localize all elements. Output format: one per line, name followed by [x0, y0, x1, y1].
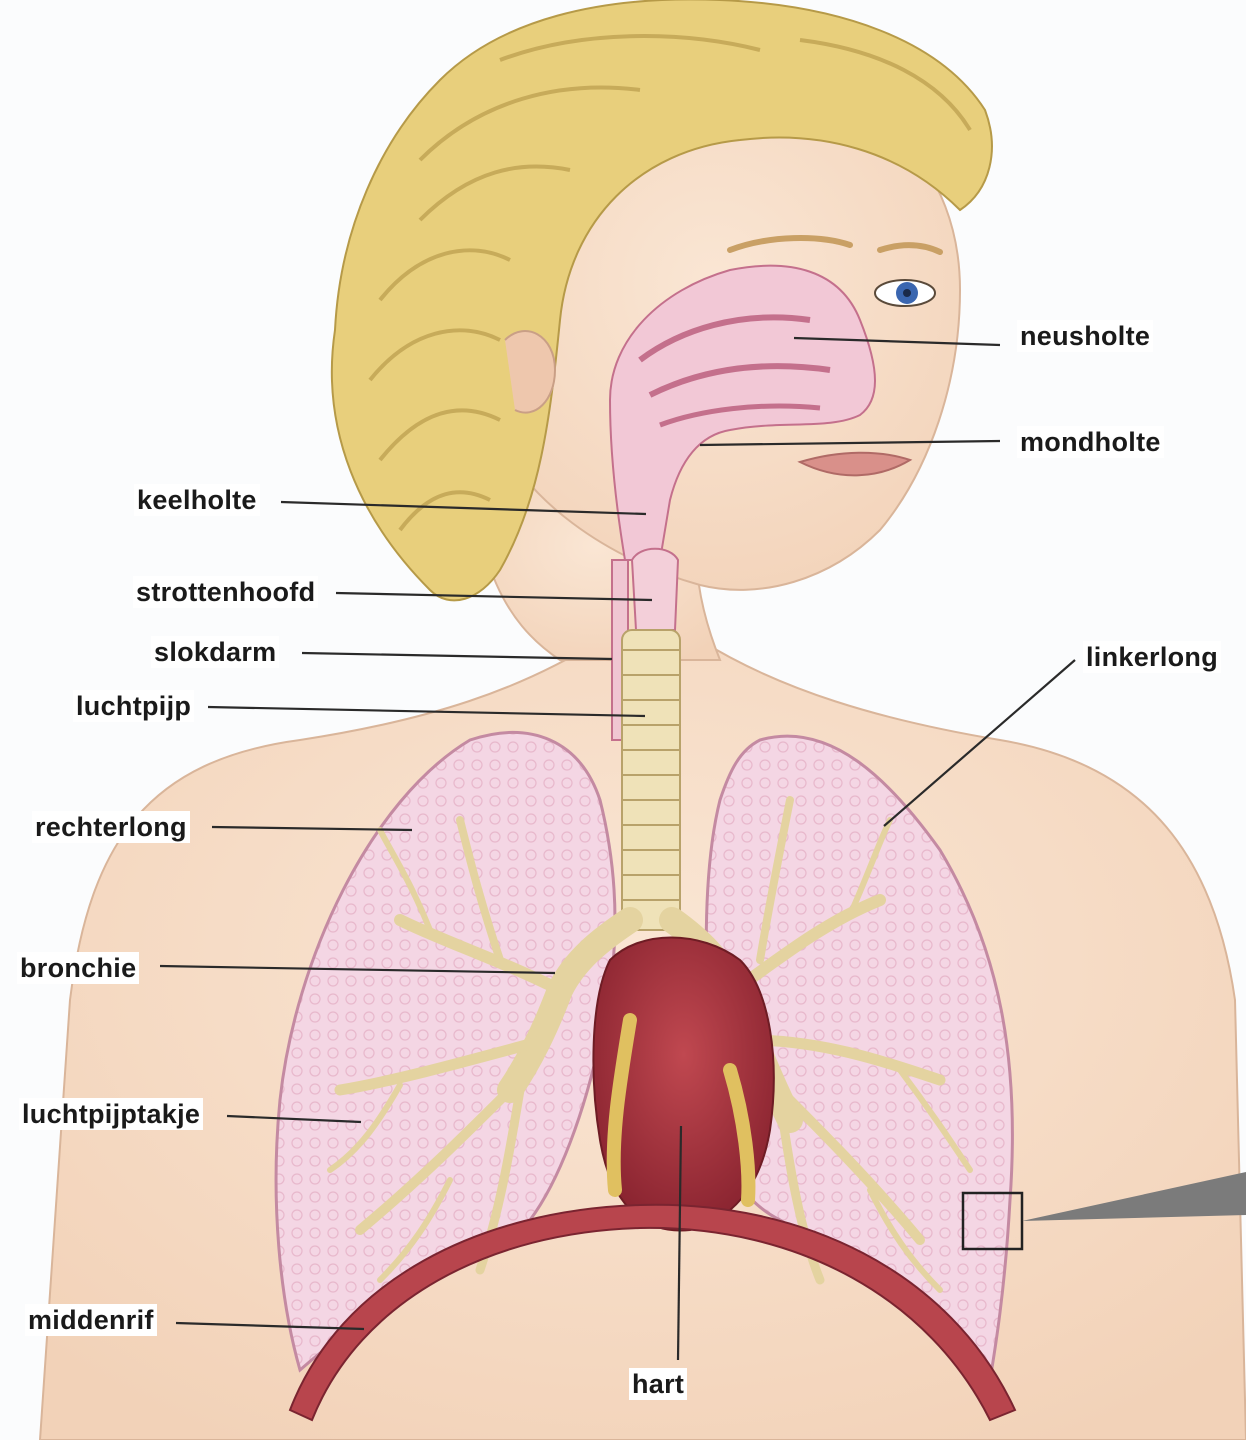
larynx: [632, 549, 678, 630]
label-slokdarm: slokdarm: [151, 636, 279, 668]
label-keelholte: keelholte: [134, 484, 260, 516]
label-linkerlong: linkerlong: [1083, 641, 1221, 673]
label-hart: hart: [629, 1368, 687, 1400]
label-luchtpijp: luchtpijp: [73, 690, 194, 722]
label-luchtpijptakje: luchtpijptakje: [19, 1098, 203, 1130]
label-neusholte: neusholte: [1017, 320, 1153, 352]
label-rechterlong: rechterlong: [32, 811, 190, 843]
trachea: [622, 630, 680, 930]
label-strottenhoofd: strottenhoofd: [133, 576, 318, 608]
label-mondholte: mondholte: [1017, 426, 1164, 458]
label-bronchie: bronchie: [17, 952, 139, 984]
label-middenrif: middenrif: [25, 1304, 157, 1336]
heart: [593, 938, 773, 1231]
